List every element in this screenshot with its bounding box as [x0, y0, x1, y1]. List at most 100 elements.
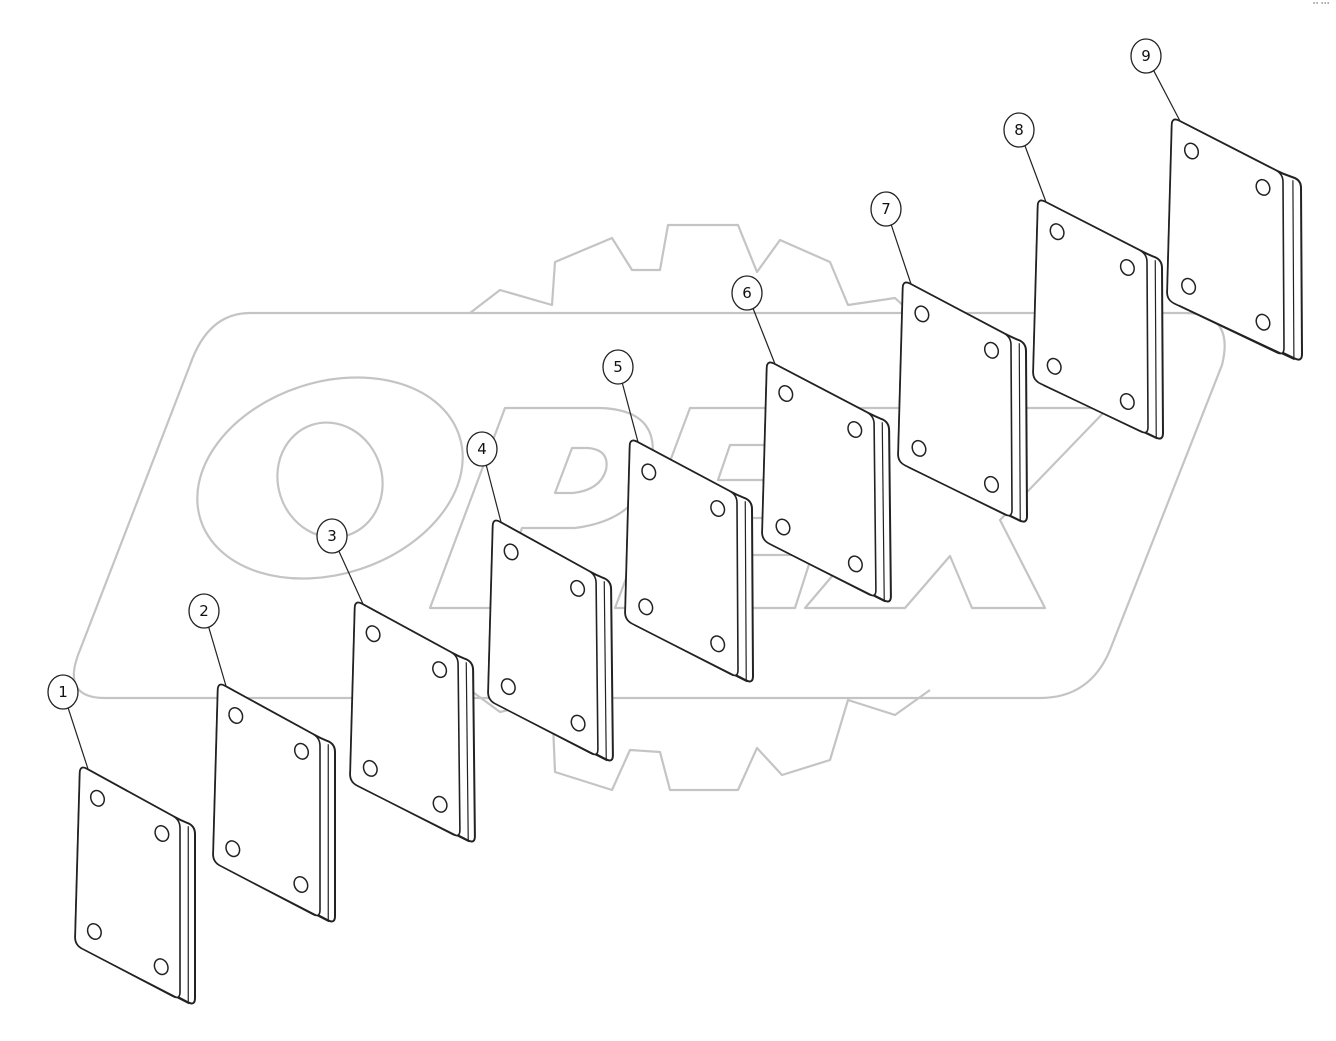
- mounting-hole: [570, 714, 586, 732]
- balloon-5: 5: [602, 349, 639, 443]
- plate-edge: [359, 662, 469, 843]
- mounting-hole: [1183, 142, 1200, 160]
- watermark-gear-top: [469, 223, 931, 331]
- balloon-6: 6: [731, 275, 776, 365]
- balloon-label: 9: [1141, 47, 1151, 65]
- mounting-hole: [914, 305, 930, 323]
- balloon-leader-line: [67, 706, 89, 770]
- mounting-hole: [1119, 392, 1135, 411]
- balloon-8: 8: [1003, 112, 1047, 203]
- mounting-hole: [1255, 313, 1271, 331]
- mounting-hole: [911, 439, 927, 457]
- plate-face: [761, 361, 877, 597]
- watermark-letter-o-inner: [276, 421, 384, 539]
- balloon-label: 5: [613, 358, 623, 376]
- mounting-hole: [365, 625, 381, 643]
- mounting-hole: [983, 475, 1000, 493]
- balloon-leader-line: [337, 549, 364, 605]
- plate-edge: [84, 826, 189, 1005]
- mounting-hole: [503, 543, 519, 561]
- plate-5: [624, 439, 755, 683]
- mounting-hole: [1049, 223, 1065, 241]
- mounting-hole: [710, 635, 726, 653]
- plate-edge: [1178, 180, 1295, 361]
- plate-9: [1166, 118, 1304, 361]
- plate-1: [74, 766, 196, 1005]
- plate-face: [1166, 118, 1285, 355]
- plate-face: [74, 766, 181, 999]
- plate-edge: [771, 422, 885, 603]
- balloon-leader-line: [751, 306, 776, 365]
- plate-6: [761, 361, 892, 603]
- balloon-leader-line: [485, 463, 502, 523]
- balloon-circle: [47, 674, 79, 710]
- mounting-hole: [225, 840, 241, 858]
- balloon-circle: [466, 431, 498, 467]
- plates-layer: [74, 118, 1304, 1005]
- mounting-hole: [775, 518, 791, 536]
- balloon-2: 2: [188, 593, 227, 687]
- balloon-4: 4: [466, 431, 502, 523]
- balloon-label: 2: [199, 602, 209, 620]
- balloon-label: 7: [881, 200, 891, 218]
- mounting-hole: [228, 706, 244, 725]
- plate-face: [897, 281, 1013, 517]
- balloon-circle: [731, 275, 763, 311]
- balloon-label: 8: [1014, 121, 1024, 139]
- balloon-label: 6: [742, 284, 752, 302]
- balloon-leader-line: [1152, 69, 1181, 122]
- mounting-hole: [710, 499, 726, 518]
- mounting-hole: [500, 678, 516, 696]
- plate-edge: [497, 581, 607, 762]
- mounting-hole: [847, 555, 863, 573]
- balloon-leader-line: [207, 625, 227, 687]
- balloon-1: 1: [47, 674, 89, 770]
- balloon-leader-line: [1023, 143, 1047, 203]
- plate-8: [1032, 199, 1165, 440]
- balloons-layer: 1 2 3 4 5 6 7 8 9: [47, 38, 1181, 770]
- mounting-hole: [86, 922, 102, 941]
- mounting-hole: [432, 795, 448, 813]
- balloon-circle: [602, 349, 634, 385]
- plate-edge: [634, 501, 747, 683]
- mounting-hole: [641, 463, 657, 481]
- mounting-hole: [570, 579, 586, 597]
- balloon-label: 1: [58, 683, 68, 701]
- plate-7: [897, 281, 1029, 523]
- balloon-7: 7: [870, 191, 912, 285]
- plate-edge: [222, 744, 329, 923]
- corner-mark: °° °°°: [1312, 2, 1330, 8]
- mounting-hole: [293, 742, 310, 760]
- mounting-hole: [153, 958, 169, 976]
- watermark-plate: [72, 311, 1226, 700]
- plate-face: [212, 683, 321, 917]
- mounting-hole: [847, 420, 863, 439]
- plate-4: [487, 519, 614, 762]
- mounting-hole: [1255, 178, 1271, 196]
- balloon-circle: [1003, 112, 1035, 148]
- mounting-hole: [89, 789, 106, 807]
- plate-face: [624, 439, 739, 677]
- balloon-3: 3: [316, 518, 364, 605]
- mounting-hole: [983, 341, 1000, 359]
- mounting-hole: [1181, 277, 1197, 295]
- balloon-leader-line: [621, 381, 639, 443]
- balloon-circle: [870, 191, 902, 227]
- plate-edge: [907, 343, 1021, 523]
- mounting-hole: [638, 598, 654, 616]
- mounting-hole: [778, 384, 794, 403]
- balloon-circle: [1130, 38, 1162, 74]
- mounting-hole: [293, 875, 309, 894]
- plate-face: [349, 601, 461, 837]
- balloon-leader-line: [890, 223, 912, 285]
- balloon-label: 3: [327, 527, 337, 545]
- plate-face: [1032, 199, 1149, 434]
- balloon-9: 9: [1130, 38, 1181, 122]
- plate-face: [487, 519, 599, 756]
- balloon-circle: [316, 518, 348, 554]
- mounting-hole: [362, 759, 378, 777]
- mounting-hole: [432, 661, 448, 679]
- plate-3: [349, 601, 476, 843]
- mounting-hole: [1119, 258, 1135, 277]
